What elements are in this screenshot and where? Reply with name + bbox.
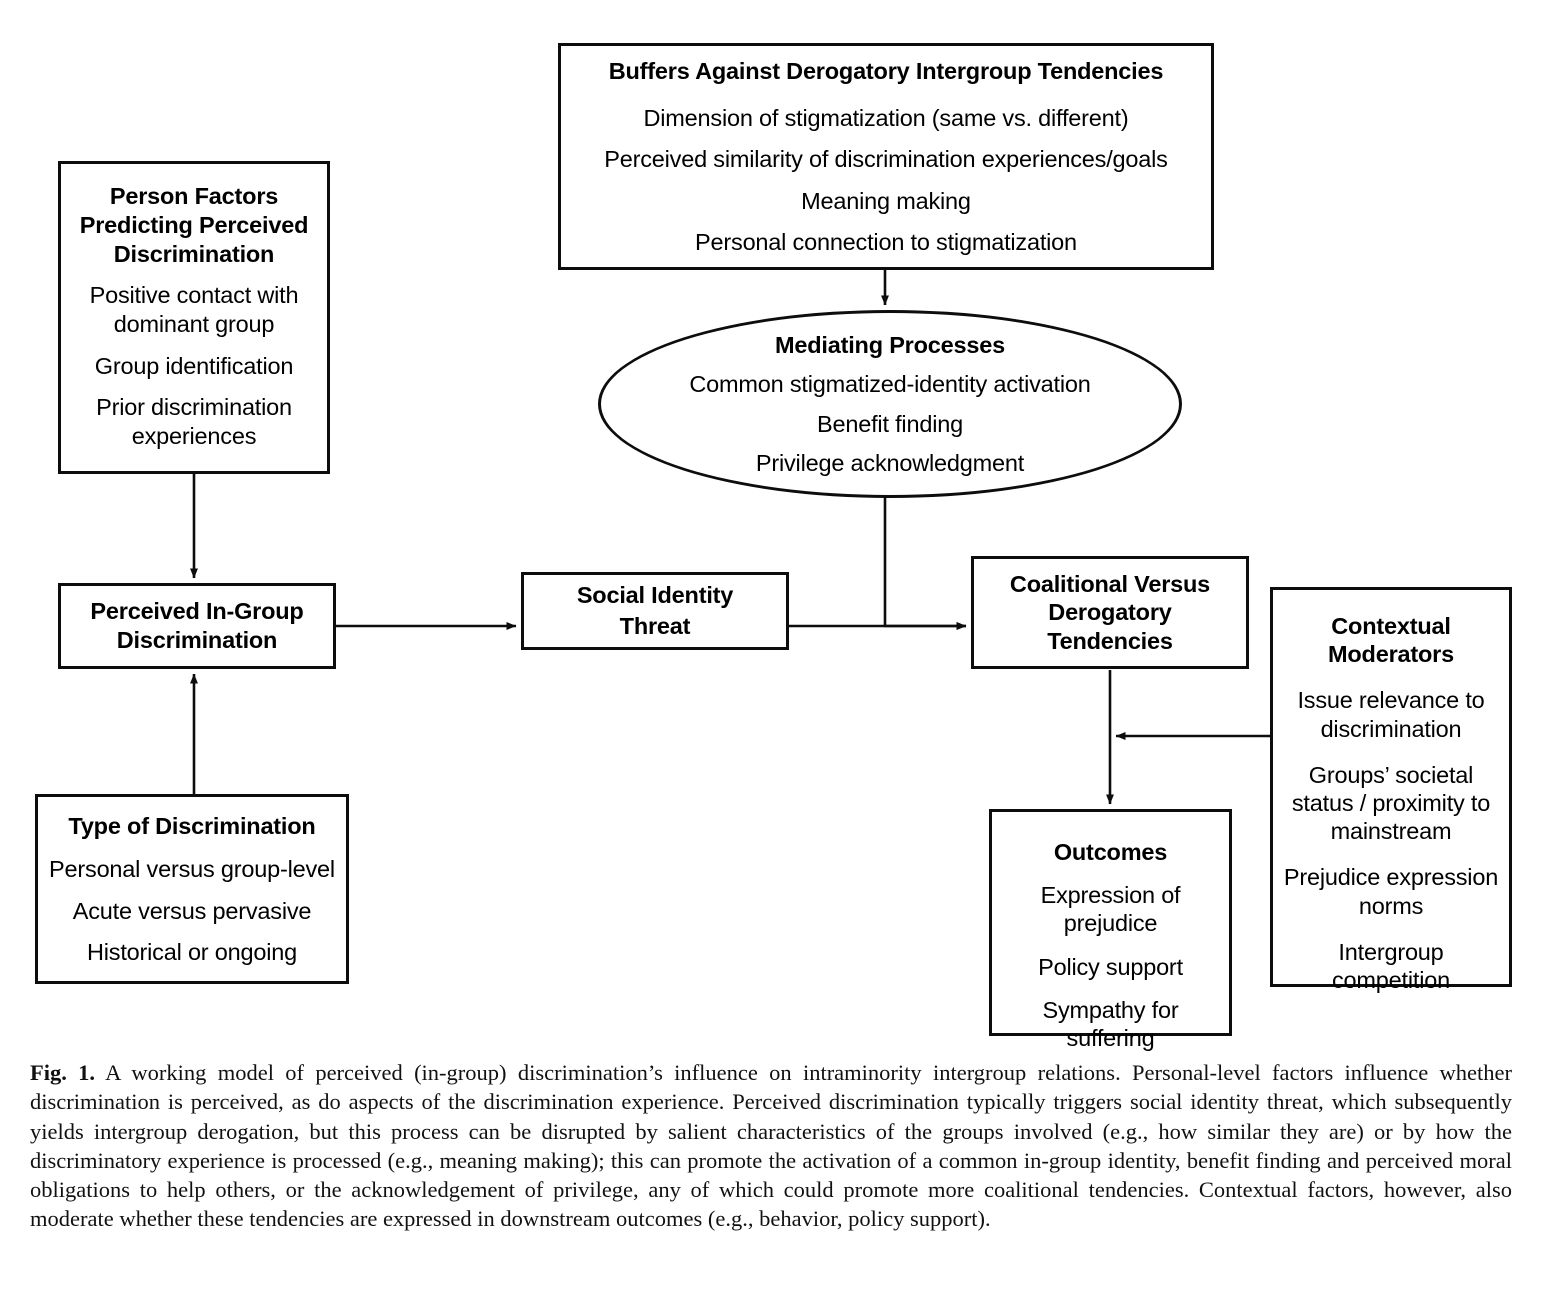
node-item: Prior discrimination experiences [96, 394, 292, 449]
figure-caption: Fig. 1. A working model of perceived (in… [30, 1058, 1512, 1234]
node-item: Historical or ongoing [86, 938, 298, 965]
node-item: Groups’ societal status / proximity to m… [1291, 761, 1491, 845]
figure-diagram: Person Factors Predicting Perceived Disc… [35, 43, 1512, 1051]
node-title: Type of Discrimination [68, 813, 316, 840]
node-title: Social Identity Threat [576, 582, 734, 639]
node-title: Person Factors Predicting Perceived Disc… [79, 183, 309, 267]
node-item: Policy support [1038, 953, 1183, 980]
node-perceived-in-group-discrimination[interactable]: Perceived In-Group Discrimination [58, 583, 336, 669]
node-item: Prejudice expression norms [1283, 864, 1499, 919]
node-item: Common stigmatized-identity activation [689, 371, 1091, 398]
node-item: Acute versus pervasive [72, 897, 312, 924]
node-title: Outcomes [1053, 839, 1168, 865]
node-mediating-processes[interactable]: Mediating Processes Common stigmatized-i… [598, 310, 1182, 498]
node-item: Sympathy for suffering [1042, 996, 1179, 1051]
node-item: Privilege acknowledgment [755, 449, 1025, 476]
node-title: Buffers Against Derogatory Intergroup Te… [608, 58, 1164, 85]
node-person-factors[interactable]: Person Factors Predicting Perceived Disc… [58, 161, 330, 474]
node-coalitional-versus-derogatory-tendencies[interactable]: Coalitional Versus Derogatory Tendencies [971, 556, 1249, 669]
node-item: Dimension of stigmatization (same vs. di… [643, 105, 1129, 132]
node-item: Personal connection to stigmatization [695, 228, 1077, 255]
caption-text: A working model of perceived (in-group) … [30, 1060, 1512, 1232]
connector-layer [190, 270, 1271, 805]
node-item: Group identification [94, 352, 294, 379]
node-item: Benefit finding [817, 410, 963, 437]
node-item: Intergroup competition [1332, 938, 1450, 993]
node-item: Expression of prejudice [1040, 882, 1181, 937]
node-title: Contextual Moderators [1328, 613, 1454, 668]
node-item: Issue relevance to discrimination [1297, 687, 1485, 742]
node-type-of-discrimination[interactable]: Type of Discrimination Personal versus g… [35, 794, 349, 984]
node-title: Mediating Processes [775, 332, 1005, 359]
node-item: Perceived similarity of discrimination e… [604, 146, 1168, 173]
node-title: Perceived In-Group Discrimination [90, 597, 304, 653]
node-item: Positive contact with dominant group [89, 282, 299, 337]
node-social-identity-threat[interactable]: Social Identity Threat [521, 572, 789, 650]
node-outcomes[interactable]: Outcomes Expression of prejudice Policy … [989, 809, 1232, 1051]
figure-number: Fig. 1. [30, 1060, 96, 1085]
node-title: Coalitional Versus Derogatory Tendencies [1009, 571, 1211, 654]
node-item: Personal versus group-level [49, 856, 335, 883]
node-item: Meaning making [801, 187, 971, 214]
node-buffers-against-derogatory-intergroup-tendencies[interactable]: Buffers Against Derogatory Intergroup Te… [558, 43, 1214, 270]
node-contextual-moderators[interactable]: Contextual Moderators Issue relevance to… [1270, 587, 1512, 993]
